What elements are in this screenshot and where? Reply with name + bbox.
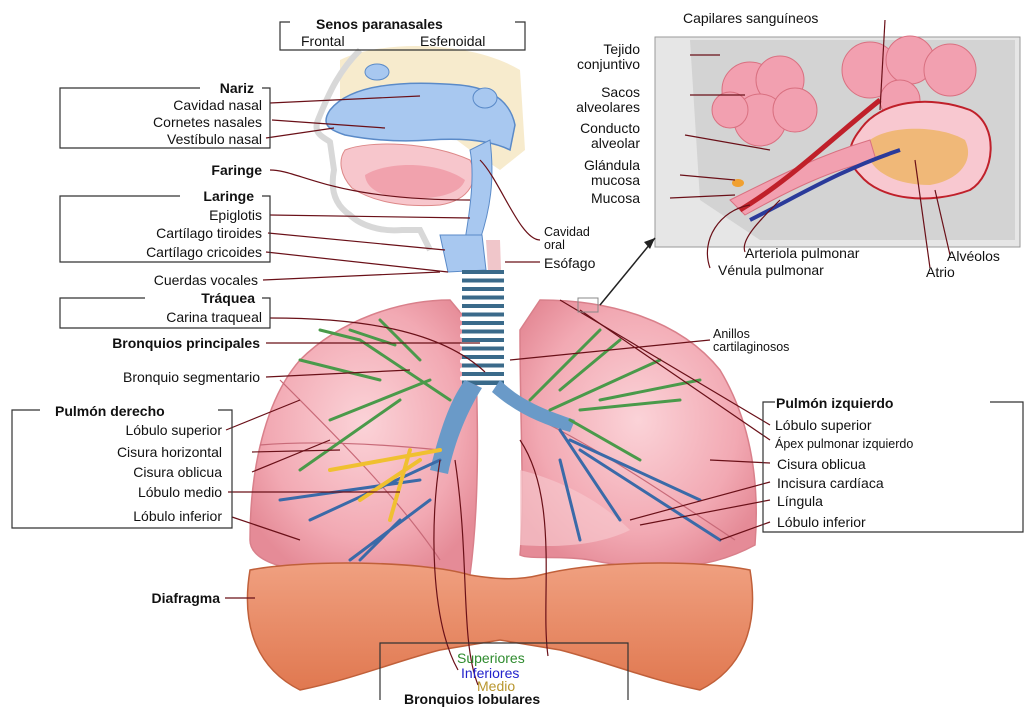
- tracheal-ring: [460, 317, 506, 322]
- larynx: [440, 235, 486, 272]
- label-frontal: Frontal: [301, 33, 345, 49]
- label-capilares-sanguineos: Capilares sanguíneos: [683, 10, 818, 26]
- label-carina-traqueal: Carina traqueal: [166, 309, 262, 325]
- label-bronquio-segmentario: Bronquio segmentario: [123, 369, 260, 385]
- label-lobulo-inferior-izquierdo: Lóbulo inferior: [777, 514, 866, 530]
- label-cisura-oblicua-izquierda: Cisura oblicua: [777, 456, 866, 472]
- alveoli-inset: [655, 36, 1020, 247]
- label-anillos-2: cartilaginosos: [713, 341, 789, 354]
- sphenoid-sinus: [473, 88, 497, 108]
- label-nariz: Nariz: [220, 80, 254, 96]
- label-cornetes-nasales: Cornetes nasales: [153, 114, 262, 130]
- label-senos-paranasales: Senos paranasales: [316, 16, 443, 32]
- zoom-arrowhead: [644, 238, 655, 249]
- label-diafragma: Diafragma: [152, 590, 220, 606]
- tracheal-ring: [460, 300, 506, 305]
- label-venula-pulmonar: Vénula pulmonar: [718, 262, 824, 278]
- tracheal-ring: [460, 359, 506, 364]
- head-region: [317, 46, 525, 300]
- label-lobulo-superior-derecho: Lóbulo superior: [125, 422, 222, 438]
- tracheal-ring: [460, 325, 506, 330]
- label-conducto-2: alveolar: [591, 135, 640, 151]
- label-conducto-1: Conducto: [580, 120, 640, 136]
- label-glandula-1: Glándula: [584, 157, 640, 173]
- label-bronquios-lobulares: Bronquios lobulares: [404, 691, 540, 707]
- label-laringe: Laringe: [203, 188, 254, 204]
- label-vestibulo-nasal: Vestíbulo nasal: [167, 131, 262, 147]
- tracheal-ring: [460, 291, 506, 296]
- label-cartilago-cricoides: Cartílago cricoides: [146, 244, 262, 260]
- label-cuerdas-vocales: Cuerdas vocales: [154, 272, 258, 288]
- frontal-sinus: [365, 64, 389, 80]
- label-lobulo-medio: Lóbulo medio: [138, 484, 222, 500]
- zoom-arrow: [600, 238, 655, 305]
- label-atrio: Atrio: [926, 264, 955, 280]
- label-cartilago-tiroides: Cartílago tiroides: [156, 225, 262, 241]
- label-apex-pulmonar: Ápex pulmonar izquierdo: [775, 438, 913, 451]
- label-lobulo-superior-izquierdo: Lóbulo superior: [775, 417, 872, 433]
- tracheal-ring: [460, 308, 506, 313]
- label-arteriola-pulmonar: Arteriola pulmonar: [745, 245, 859, 261]
- label-alveolos: Alvéolos: [947, 248, 1000, 264]
- tracheal-ring: [460, 274, 506, 279]
- label-sacos-1: Sacos: [601, 84, 640, 100]
- label-mucosa: Mucosa: [591, 190, 640, 206]
- label-cisura-horizontal: Cisura horizontal: [117, 444, 222, 460]
- label-tejido-2: conjuntivo: [577, 56, 640, 72]
- label-superiores: Superiores: [457, 650, 525, 666]
- label-esofago: Esófago: [544, 255, 595, 271]
- label-traquea: Tráquea: [201, 290, 255, 306]
- tracheal-ring: [460, 334, 506, 339]
- label-incisura-cardiaca: Incisura cardíaca: [777, 475, 884, 491]
- label-cavidad-nasal: Cavidad nasal: [173, 97, 262, 113]
- tracheal-ring: [460, 351, 506, 356]
- label-lobulo-inferior-derecho: Lóbulo inferior: [133, 508, 222, 524]
- label-cavidad-oral-2: oral: [544, 239, 565, 252]
- label-sacos-2: alveolares: [576, 99, 640, 115]
- label-esfenoidal: Esfenoidal: [420, 33, 485, 49]
- label-faringe: Faringe: [211, 162, 262, 178]
- label-lingula: Língula: [777, 493, 823, 509]
- label-epiglotis: Epiglotis: [209, 207, 262, 223]
- label-cisura-oblicua-derecha: Cisura oblicua: [133, 464, 222, 480]
- label-glandula-2: mucosa: [591, 172, 640, 188]
- tracheal-ring: [460, 283, 506, 288]
- label-tejido-1: Tejido: [603, 41, 640, 57]
- tracheal-ring: [460, 376, 506, 381]
- label-bronquios-principales: Bronquios principales: [112, 335, 260, 351]
- label-pulmon-izquierdo: Pulmón izquierdo: [776, 395, 893, 411]
- label-pulmon-derecho: Pulmón derecho: [55, 403, 165, 419]
